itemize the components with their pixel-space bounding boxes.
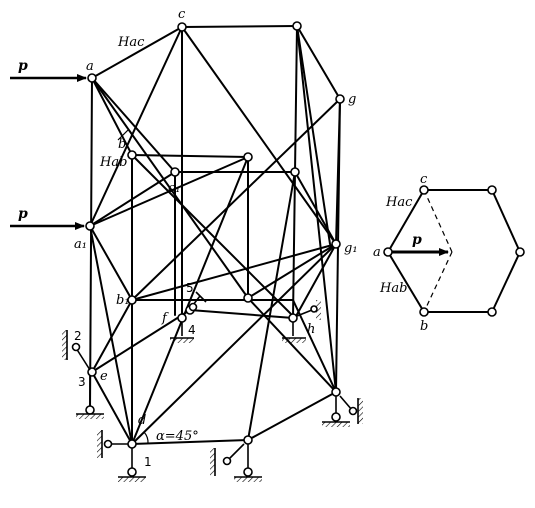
label-h: h [307,322,315,337]
label-3: 3 [78,375,86,389]
label-e: e [100,369,108,384]
main-truss [89,25,341,445]
label-p-top: p [18,58,28,74]
label-hab: Hab [99,155,127,170]
label-4: 4 [188,323,196,337]
inset-label-hab: Hab [379,281,407,296]
main-labels: p p a c g Hac b Hab c₁ a₁ g₁ b₁ 5 f 4 h … [18,7,358,469]
label-p-mid: p [18,206,28,222]
label-a1: a₁ [74,237,87,252]
force-hexagon-inset: c Hac a p Hab b [373,172,525,334]
inset-label-p: p [412,232,422,248]
label-c: c [178,7,186,22]
label-g: g [348,92,356,107]
label-d: d [138,413,146,428]
label-f: f [161,311,169,326]
label-b1: b₁ [116,293,130,308]
label-a: a [86,59,94,74]
hab-arrow [117,129,129,141]
label-alpha: α=45° [156,429,199,444]
inset-label-a: a [373,245,381,260]
label-2: 2 [74,329,82,343]
angle-arc [143,431,149,445]
label-c1: c₁ [168,181,181,196]
label-hac: Hac [117,35,145,50]
label-b: b [118,137,126,152]
load-arrows [10,74,87,230]
inset-label-b: b [420,319,428,334]
supports [62,291,363,482]
inset-label-hac: Hac [385,195,413,210]
label-5: 5 [186,281,194,295]
label-g1: g₁ [344,241,358,256]
inset-label-c: c [420,172,428,187]
label-1: 1 [144,455,152,469]
